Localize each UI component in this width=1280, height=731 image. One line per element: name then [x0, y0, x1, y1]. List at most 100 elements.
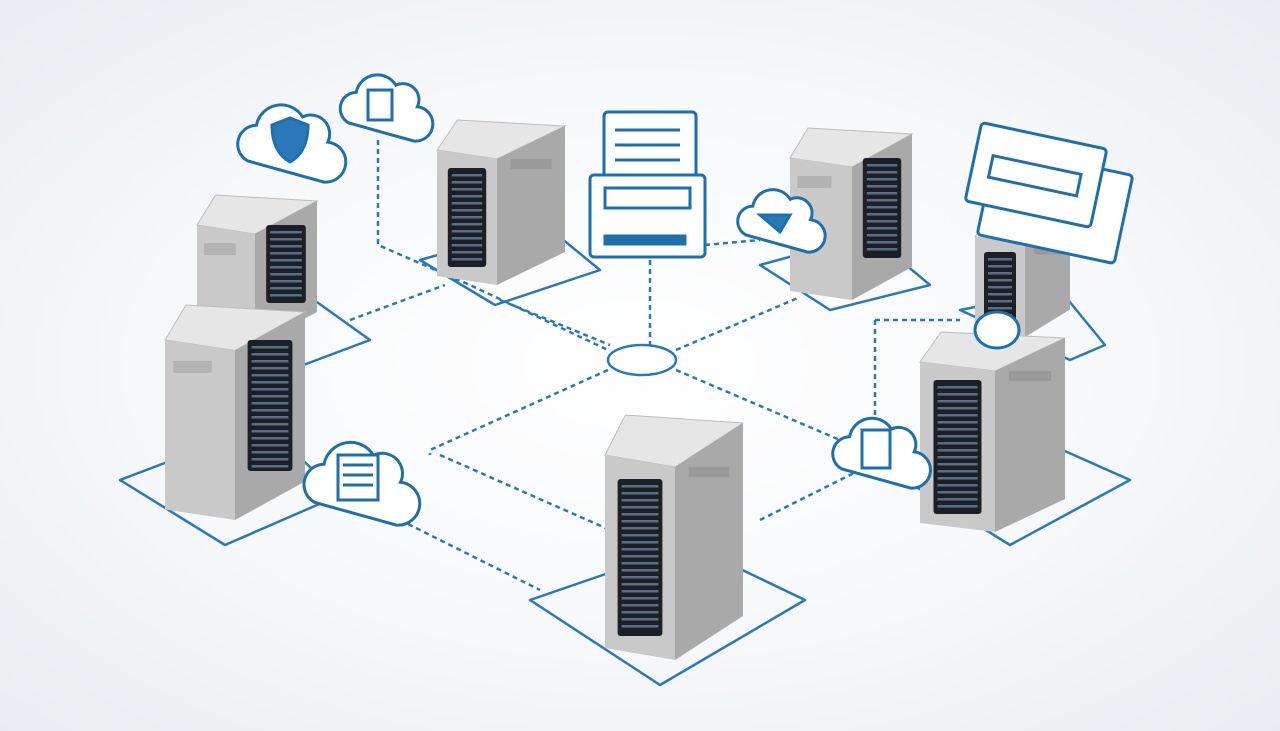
- server-top-center: [436, 119, 567, 285]
- rack-slot: [988, 307, 1012, 310]
- tray: [603, 234, 687, 246]
- link-badge-icon: [973, 310, 1021, 350]
- rack-slot: [621, 499, 659, 502]
- rack-slot: [621, 590, 659, 593]
- dashed-link: [759, 468, 861, 522]
- dashed-links: [349, 140, 960, 592]
- rack-slot: [451, 181, 483, 184]
- server-front: [165, 340, 235, 520]
- rack-slot: [988, 272, 1012, 275]
- server-cloud-icon: [338, 73, 435, 143]
- server-right: [919, 331, 1066, 532]
- rack-slot: [621, 611, 659, 614]
- rack-slot: [251, 381, 289, 384]
- rack-slot: [251, 416, 289, 419]
- rack-slot: [251, 402, 289, 405]
- rack-slot: [251, 409, 289, 412]
- document-icon: [602, 110, 698, 184]
- rack-slot: [988, 258, 1012, 261]
- rack-slot: [251, 353, 289, 356]
- server-bottom-center: [604, 414, 745, 660]
- dashed-link: [428, 368, 609, 455]
- rack-slot: [621, 569, 659, 572]
- rack-slot: [866, 171, 898, 174]
- vent: [797, 176, 832, 188]
- rack-slot: [866, 206, 898, 209]
- rack-slot: [251, 465, 289, 468]
- rack-slot: [451, 209, 483, 212]
- rack-slot: [451, 258, 483, 261]
- monitor-icon: [964, 121, 1108, 229]
- server-top-left: [196, 194, 319, 345]
- rack-slot: [451, 174, 483, 177]
- document-icon: [336, 453, 380, 502]
- rack-slot: [937, 435, 978, 438]
- rack-slot: [270, 259, 302, 262]
- rack-slot: [937, 386, 978, 389]
- paper-slot: [603, 186, 692, 210]
- rack-slot: [866, 178, 898, 181]
- rack-slot: [937, 421, 978, 424]
- rack-panel: [266, 225, 306, 303]
- rack-slot: [451, 188, 483, 191]
- rack-slot: [621, 576, 659, 579]
- vent: [688, 467, 730, 477]
- server-left: [164, 304, 307, 520]
- rack-slot: [866, 185, 898, 188]
- rack-slot: [937, 491, 978, 494]
- rack-slot: [270, 231, 302, 234]
- rack-slot: [937, 414, 978, 417]
- rack-slot: [451, 202, 483, 205]
- rack-slot: [866, 227, 898, 230]
- rack-slot: [866, 192, 898, 195]
- badge-icon: [973, 310, 1021, 350]
- rack-slot: [937, 505, 978, 508]
- screen-bar: [986, 153, 1083, 198]
- rack-slot: [621, 555, 659, 558]
- server-side: [675, 423, 743, 660]
- rack-slot: [866, 234, 898, 237]
- server-icon: [366, 88, 394, 122]
- rack-slot: [621, 534, 659, 537]
- rack-slot: [988, 286, 1012, 289]
- rack-slot: [270, 238, 302, 241]
- rack-slot: [270, 252, 302, 255]
- vent: [1009, 371, 1051, 381]
- rack-slot: [270, 280, 302, 283]
- rack-slot: [621, 562, 659, 565]
- rack-slot: [621, 625, 659, 628]
- rack-slot: [251, 451, 289, 454]
- rack-slot: [937, 470, 978, 473]
- rack-slot: [251, 458, 289, 461]
- printer-panel-icon: [588, 173, 707, 259]
- document-cloud-icon: [302, 440, 422, 527]
- rack-slot: [621, 548, 659, 551]
- monitor-panel-icon: [964, 121, 1134, 265]
- document-panel-icon: [602, 110, 698, 184]
- dashed-link: [399, 518, 541, 592]
- rack-slot: [988, 300, 1012, 303]
- vent: [173, 361, 212, 373]
- rack-slot: [988, 265, 1012, 268]
- rack-slot: [621, 485, 659, 488]
- rack-slot: [621, 492, 659, 495]
- rack-slot: [866, 164, 898, 167]
- rack-slot: [937, 463, 978, 466]
- rack-slot: [270, 287, 302, 290]
- dashed-link: [499, 298, 611, 347]
- rack-slot: [937, 393, 978, 396]
- rack-slot: [251, 444, 289, 447]
- rack-panel: [933, 380, 982, 514]
- rack-slot: [937, 449, 978, 452]
- rack-slot: [251, 360, 289, 363]
- rack-slot: [988, 279, 1012, 282]
- rack-slot: [251, 374, 289, 377]
- rack-slot: [621, 583, 659, 586]
- rack-slot: [937, 428, 978, 431]
- dashed-link: [349, 283, 446, 322]
- dashed-link: [376, 140, 609, 352]
- server-side: [995, 338, 1065, 532]
- tool-cloud-icon: [736, 188, 827, 254]
- device-icon: [860, 428, 892, 470]
